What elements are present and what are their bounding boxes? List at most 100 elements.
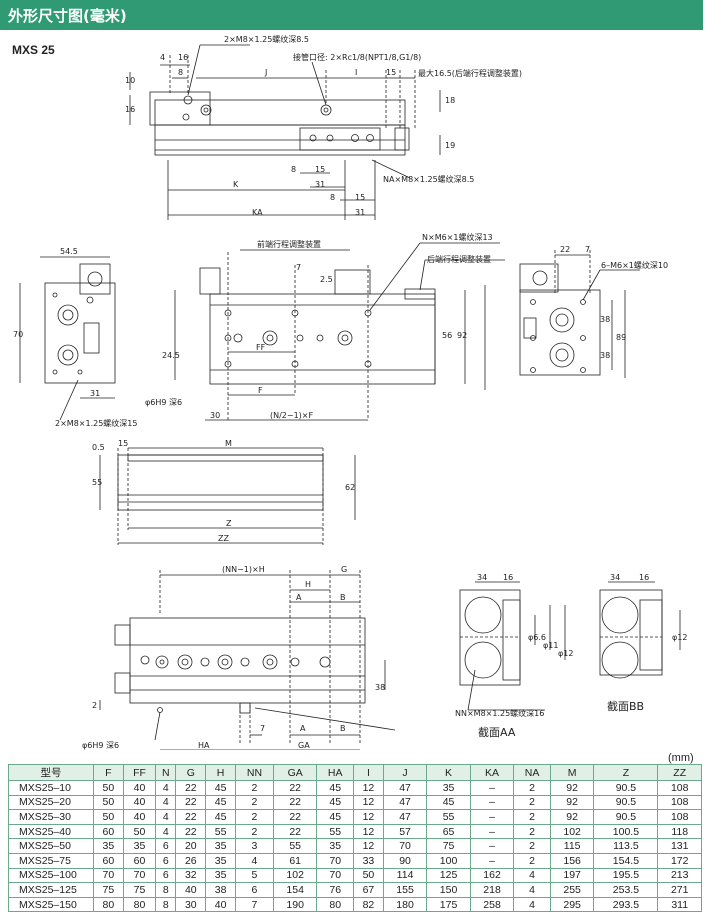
- column-header: M: [549, 764, 595, 781]
- table-cell: 150: [426, 882, 471, 898]
- table-cell: 12: [353, 809, 384, 825]
- table-cell: 35: [205, 852, 236, 869]
- table-cell: 190: [272, 896, 318, 912]
- svg-text:FF: FF: [256, 343, 266, 352]
- table-cell: 4: [234, 852, 274, 869]
- svg-text:(NN−1)×H: (NN−1)×H: [222, 565, 265, 574]
- svg-text:2.5: 2.5: [320, 275, 333, 284]
- svg-text:30: 30: [210, 411, 220, 420]
- svg-text:KA: KA: [252, 208, 263, 217]
- table-cell: 75: [93, 882, 124, 898]
- table-cell: 75: [426, 838, 471, 854]
- table-cell: 6: [155, 852, 177, 869]
- table-cell: 45: [426, 794, 471, 811]
- svg-text:8: 8: [330, 193, 335, 202]
- table-cell: 255: [549, 882, 595, 898]
- table-cell: 102: [272, 867, 318, 884]
- table-cell: 70: [316, 867, 355, 884]
- table-cell: 2: [513, 852, 551, 869]
- table-cell: 156: [549, 852, 595, 869]
- table-cell: 45: [316, 809, 355, 825]
- table-cell: 22: [175, 780, 207, 796]
- table-cell: 172: [657, 852, 702, 869]
- svg-text:B: B: [340, 724, 346, 733]
- table-cell: 70: [382, 838, 428, 854]
- svg-text:J: J: [264, 68, 267, 77]
- svg-text:φ6.6: φ6.6: [528, 633, 546, 642]
- table-cell: 118: [657, 823, 702, 840]
- bottom-view: [99, 570, 396, 750]
- table-cell: 131: [657, 838, 702, 854]
- svg-text:GA: GA: [298, 741, 310, 750]
- table-cell: 55: [205, 823, 236, 840]
- table-cell: 35: [93, 838, 124, 854]
- table-cell: 311: [657, 896, 702, 912]
- svg-text:HA: HA: [198, 741, 210, 750]
- table-cell: 22: [272, 823, 318, 840]
- column-header: H: [205, 764, 236, 781]
- column-header: J: [382, 764, 428, 781]
- table-cell: 60: [93, 852, 124, 869]
- table-cell: MXS25–75: [8, 852, 94, 869]
- table-cell: 50: [93, 780, 124, 796]
- table-cell: 90.5: [593, 794, 659, 811]
- svg-text:B: B: [340, 593, 346, 602]
- table-cell: 125: [426, 867, 471, 884]
- table-cell: 4: [513, 882, 551, 898]
- table-cell: –: [469, 823, 515, 840]
- top-view: [129, 44, 441, 220]
- svg-text:φ11: φ11: [543, 641, 558, 650]
- svg-text:10: 10: [125, 76, 135, 85]
- column-header: I: [353, 764, 384, 781]
- svg-text:前端行程调整装置: 前端行程调整装置: [257, 239, 321, 249]
- table-cell: 80: [316, 896, 355, 912]
- table-cell: 60: [93, 823, 124, 840]
- column-header: K: [426, 764, 471, 781]
- unit-label: (mm): [668, 752, 694, 764]
- svg-text:15: 15: [315, 165, 325, 174]
- svg-text:7: 7: [585, 245, 590, 254]
- table-cell: 100: [426, 852, 471, 869]
- table-cell: 92: [549, 780, 595, 796]
- column-header: 型号: [8, 764, 94, 781]
- column-header: Z: [593, 764, 659, 781]
- column-header: N: [155, 764, 177, 781]
- table-cell: 40: [205, 896, 236, 912]
- side-view-center: [174, 242, 505, 421]
- svg-text:16: 16: [178, 53, 188, 62]
- svg-text:接管口径: 2×Rc1/8(NPT1/8,G1/8): 接管口径: 2×Rc1/8(NPT1/8,G1/8): [293, 52, 421, 62]
- table-cell: 2: [513, 809, 551, 825]
- table-cell: 5: [234, 867, 274, 884]
- table-cell: 35: [122, 838, 157, 854]
- svg-text:7: 7: [296, 263, 301, 272]
- svg-text:A: A: [296, 593, 302, 602]
- svg-text:A: A: [300, 724, 306, 733]
- table-cell: 293.5: [593, 896, 659, 912]
- model-label: MXS 25: [12, 43, 55, 57]
- table-cell: 7: [234, 896, 274, 912]
- table-cell: 20: [175, 838, 207, 854]
- table-cell: 35: [316, 838, 355, 854]
- table-cell: 80: [122, 896, 157, 912]
- table-cell: 90.5: [593, 809, 659, 825]
- front-view-left: [19, 256, 116, 421]
- table-cell: –: [469, 794, 515, 811]
- table-cell: 35: [205, 838, 236, 854]
- table-cell: 76: [316, 882, 355, 898]
- table-cell: 2: [513, 794, 551, 811]
- column-header: G: [175, 764, 207, 781]
- svg-text:38: 38: [375, 683, 385, 692]
- column-header: GA: [272, 764, 318, 781]
- svg-text:16: 16: [125, 105, 135, 114]
- table-cell: 102: [549, 823, 595, 840]
- svg-text:6–M6×1螺纹深10: 6–M6×1螺纹深10: [601, 260, 668, 270]
- svg-text:0.5: 0.5: [92, 443, 105, 452]
- svg-text:24.5: 24.5: [162, 351, 180, 360]
- table-cell: 22: [272, 809, 318, 825]
- table-cell: 4: [155, 823, 177, 840]
- table-cell: –: [469, 852, 515, 869]
